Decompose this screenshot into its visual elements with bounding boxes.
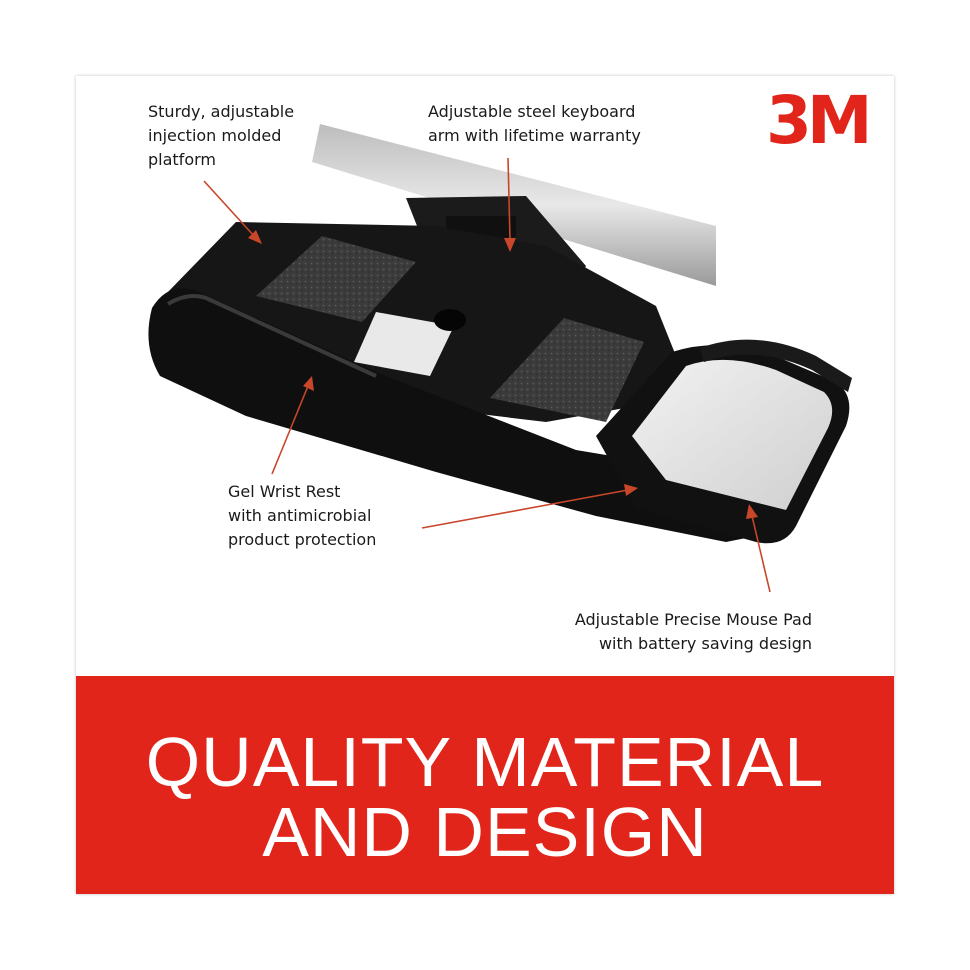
callout-line: with battery saving design xyxy=(598,634,812,653)
arrowhead-arm xyxy=(504,238,516,252)
arrow-wrist-rest-b xyxy=(421,489,629,529)
left-mouse-mat xyxy=(256,236,416,322)
platform-hole xyxy=(434,309,466,331)
arrowhead-wrist-rest-a xyxy=(303,376,314,391)
headline-line: AND DESIGN xyxy=(262,793,708,871)
arrow-arm xyxy=(507,157,511,241)
mouse-pad-surface xyxy=(632,359,833,510)
callout-line: platform xyxy=(148,150,216,169)
callout-line: injection molded xyxy=(148,126,282,145)
arrow-wrist-rest-a xyxy=(271,385,309,475)
headline-banner: QUALITY MATERIAL AND DESIGN xyxy=(76,676,894,894)
platform-label xyxy=(354,312,454,376)
callout-arm: Adjustable steel keyboard arm with lifet… xyxy=(428,100,641,148)
callout-line: with antimicrobial xyxy=(228,506,372,525)
brand-logo: 3M xyxy=(766,82,873,159)
callout-arrows xyxy=(203,157,771,593)
callout-line: arm with lifetime warranty xyxy=(428,126,641,145)
callout-line: Adjustable steel keyboard xyxy=(428,102,636,121)
right-mouse-mat xyxy=(490,318,644,422)
callout-line: Sturdy, adjustable xyxy=(148,102,295,121)
callout-line: product protection xyxy=(228,530,377,549)
arrowhead-platform xyxy=(248,230,262,244)
arrow-platform xyxy=(203,180,255,237)
product-card: 3M Sturdy, adjustable injection molded p… xyxy=(76,76,894,894)
wrist-rest-highlight xyxy=(166,294,377,378)
callout-wrist-rest: Gel Wrist Rest with antimicrobial produc… xyxy=(228,480,376,552)
callout-line: Gel Wrist Rest xyxy=(228,482,341,501)
callout-platform: Sturdy, adjustable injection molded plat… xyxy=(148,100,294,172)
headline-line: QUALITY MATERIAL xyxy=(145,723,825,801)
arrow-mouse-pad xyxy=(751,515,771,593)
gel-wrist-rest xyxy=(148,288,766,542)
product-illustration xyxy=(148,124,852,593)
callout-mouse-pad: Adjustable Precise Mouse Pad with batter… xyxy=(575,608,812,656)
mouse-pad-handle xyxy=(700,339,852,392)
callout-line: Adjustable Precise Mouse Pad xyxy=(574,610,812,629)
arrowhead-mouse-pad xyxy=(746,504,758,519)
arrowhead-wrist-rest-b xyxy=(624,484,638,496)
